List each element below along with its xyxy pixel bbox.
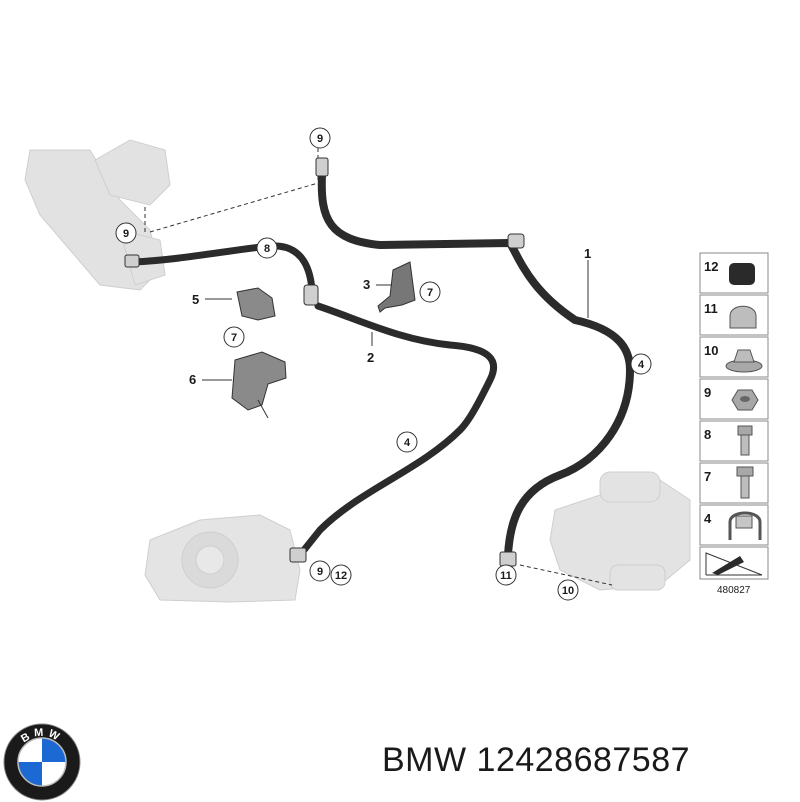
- legend-panel: 12 11 10 9 8 7 4: [699, 252, 769, 596]
- svg-text:8: 8: [264, 243, 270, 255]
- svg-text:7: 7: [704, 469, 711, 484]
- callout-10-bottom: 10: [557, 579, 579, 601]
- svg-text:10: 10: [562, 585, 574, 597]
- cable-clip-icon: [728, 511, 762, 540]
- svg-text:9: 9: [123, 228, 129, 240]
- svg-text:4: 4: [404, 437, 411, 449]
- bracket-5: [236, 287, 276, 321]
- hose-fittings: [124, 157, 525, 567]
- svg-text:9: 9: [317, 566, 323, 578]
- part-label-5: 5: [192, 292, 199, 307]
- svg-text:8: 8: [704, 427, 711, 442]
- legend-arrow-box: [699, 546, 769, 580]
- callout-7-left: 7: [223, 326, 245, 348]
- hose-1: [317, 171, 634, 559]
- svg-text:12: 12: [335, 570, 347, 582]
- arrow-icon: [705, 552, 763, 576]
- callout-8: 8: [256, 237, 278, 259]
- hose-2: [296, 302, 498, 559]
- bmw-logo: BMW: [3, 723, 81, 801]
- hex-nut-icon: [731, 389, 759, 411]
- svg-text:11: 11: [500, 570, 512, 582]
- diagram-number: 480827: [717, 585, 751, 596]
- legend-row-4: 4: [699, 504, 769, 546]
- svg-text:4: 4: [704, 511, 712, 526]
- bracket-6: [231, 351, 287, 419]
- leader-lines: [202, 260, 589, 381]
- part-label-1: 1: [584, 246, 591, 261]
- legend-row-8: 8: [699, 420, 769, 462]
- engine-component-ghost: [24, 139, 171, 291]
- brand-caption: BMW 12428687587: [382, 741, 691, 779]
- svg-text:7: 7: [231, 332, 237, 344]
- legend-row-7: 7: [699, 462, 769, 504]
- parts-diagram: 1 2 3 5 6 9 9 8 7 7 4 4 9 12 11 10 12 11…: [24, 127, 769, 603]
- part-label-6: 6: [189, 372, 196, 387]
- cap-icon: [729, 263, 755, 285]
- svg-text:9: 9: [317, 133, 323, 145]
- bolt-icon: [736, 466, 754, 499]
- bracket-3: [377, 261, 416, 313]
- callout-9-top: 9: [309, 127, 331, 149]
- starter-motor-ghost: [549, 471, 691, 591]
- acorn-nut-icon: [729, 305, 757, 329]
- callout-4-mid: 4: [396, 431, 418, 453]
- part-label-2: 2: [367, 350, 374, 365]
- callout-9-left: 9: [115, 222, 137, 244]
- hose-lines: [129, 171, 634, 559]
- screw-icon: [737, 425, 753, 456]
- legend-row-11: 11: [699, 294, 769, 336]
- legend-row-10: 10: [699, 336, 769, 378]
- flange-nut-icon: [725, 349, 763, 373]
- svg-text:10: 10: [704, 343, 718, 358]
- svg-text:12: 12: [704, 259, 718, 274]
- callouts: 9 9 8 7 7 4 4 9 12 11 10: [115, 127, 652, 601]
- svg-text:11: 11: [704, 301, 718, 316]
- callout-4-right: 4: [630, 353, 652, 375]
- callout-11-bottom: 11: [495, 564, 517, 586]
- legend-row-9: 9: [699, 378, 769, 420]
- callout-7-upper: 7: [419, 281, 441, 303]
- svg-text:4: 4: [638, 359, 645, 371]
- callout-12-bottom: 12: [330, 564, 352, 586]
- callout-9-bottom: 9: [309, 560, 331, 582]
- alternator-ghost: [144, 514, 301, 603]
- svg-text:9: 9: [704, 385, 711, 400]
- part-label-3: 3: [363, 277, 370, 292]
- svg-text:7: 7: [427, 287, 433, 299]
- legend-row-12: 12: [699, 252, 769, 294]
